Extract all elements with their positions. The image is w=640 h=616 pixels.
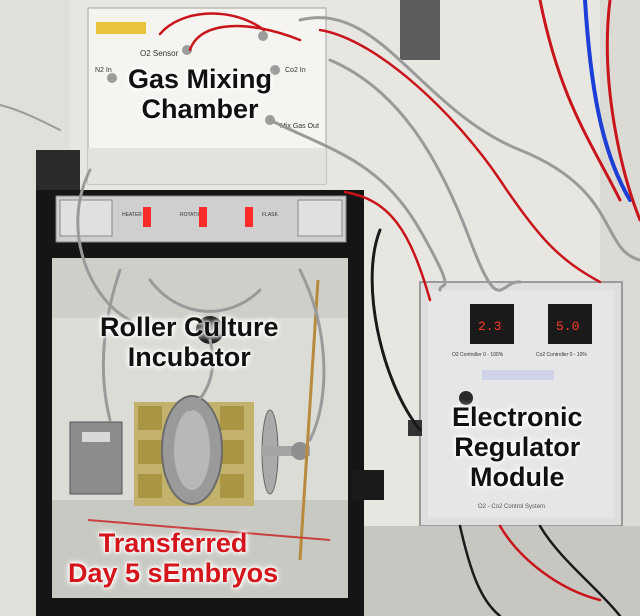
flask-text: FLASK [262, 212, 279, 218]
heater-led [143, 207, 151, 227]
co2-in-text: Co2 In [285, 67, 306, 74]
regulator-module: 2.3 5.0 O2 Controller 0 - 100% Co2 Contr… [408, 281, 623, 527]
roller-drum [134, 395, 310, 506]
heater-text: HEATER [122, 212, 142, 218]
mix-gas-out-text: Mix Gas Out [280, 123, 319, 130]
o2-controller-display [470, 304, 514, 344]
rotation-led [199, 207, 207, 227]
wall-bracket [400, 0, 440, 60]
o2-controller-text: O2 Controller 0 - 100% [452, 352, 504, 358]
motor-hub [196, 316, 224, 344]
roller-culture-incubator-label-line1: Roller Culture [100, 312, 279, 342]
rotation-text: ROTATION [180, 212, 205, 218]
co2-controller-text: Co2 Controller 0 - 10% [536, 352, 587, 358]
o2-reading-text: 2.3 [478, 319, 501, 334]
o2-sensor-text: O2 Sensor [140, 49, 179, 58]
co2-reading-text: 5.0 [556, 319, 579, 334]
roller-culture-incubator-label-line2: Incubator [127, 342, 251, 373]
electronic-regulator-module-label-line1: Electronic [452, 402, 583, 432]
transferred-embryos-label-line2: Day 5 sEmbryos [68, 558, 279, 589]
incubator-cabinet: HEATER ROTATION FLASK [36, 190, 384, 616]
n2-in-text: N2 In [95, 67, 112, 74]
roller-culture-incubator-label: Roller Culture Incubator [100, 312, 279, 372]
gas-mixing-chamber-label-line1: Gas Mixing [128, 64, 273, 94]
electronic-regulator-module-label-line3: Module [470, 462, 565, 493]
power-switch [459, 391, 473, 405]
transferred-embryos-label: Transferred Day 5 sEmbryos [68, 528, 278, 588]
gas-mixing-chamber-label: Gas Mixing Chamber [128, 64, 272, 124]
gas-mixing-chamber: O2 Sensor N2 In Co2 In Mix Gas Out [87, 7, 327, 185]
chamber-sticker [96, 22, 146, 34]
system-text: O2 - Co2 Control System [478, 504, 545, 510]
electronic-regulator-module-label: Electronic Regulator Module [452, 402, 583, 493]
flask-led [245, 207, 253, 227]
electronic-regulator-module-label-line2: Regulator [454, 432, 581, 463]
co2-controller-display [548, 304, 592, 344]
gas-mixing-chamber-label-line2: Chamber [141, 94, 259, 125]
transferred-embryos-label-line1: Transferred [98, 528, 248, 558]
